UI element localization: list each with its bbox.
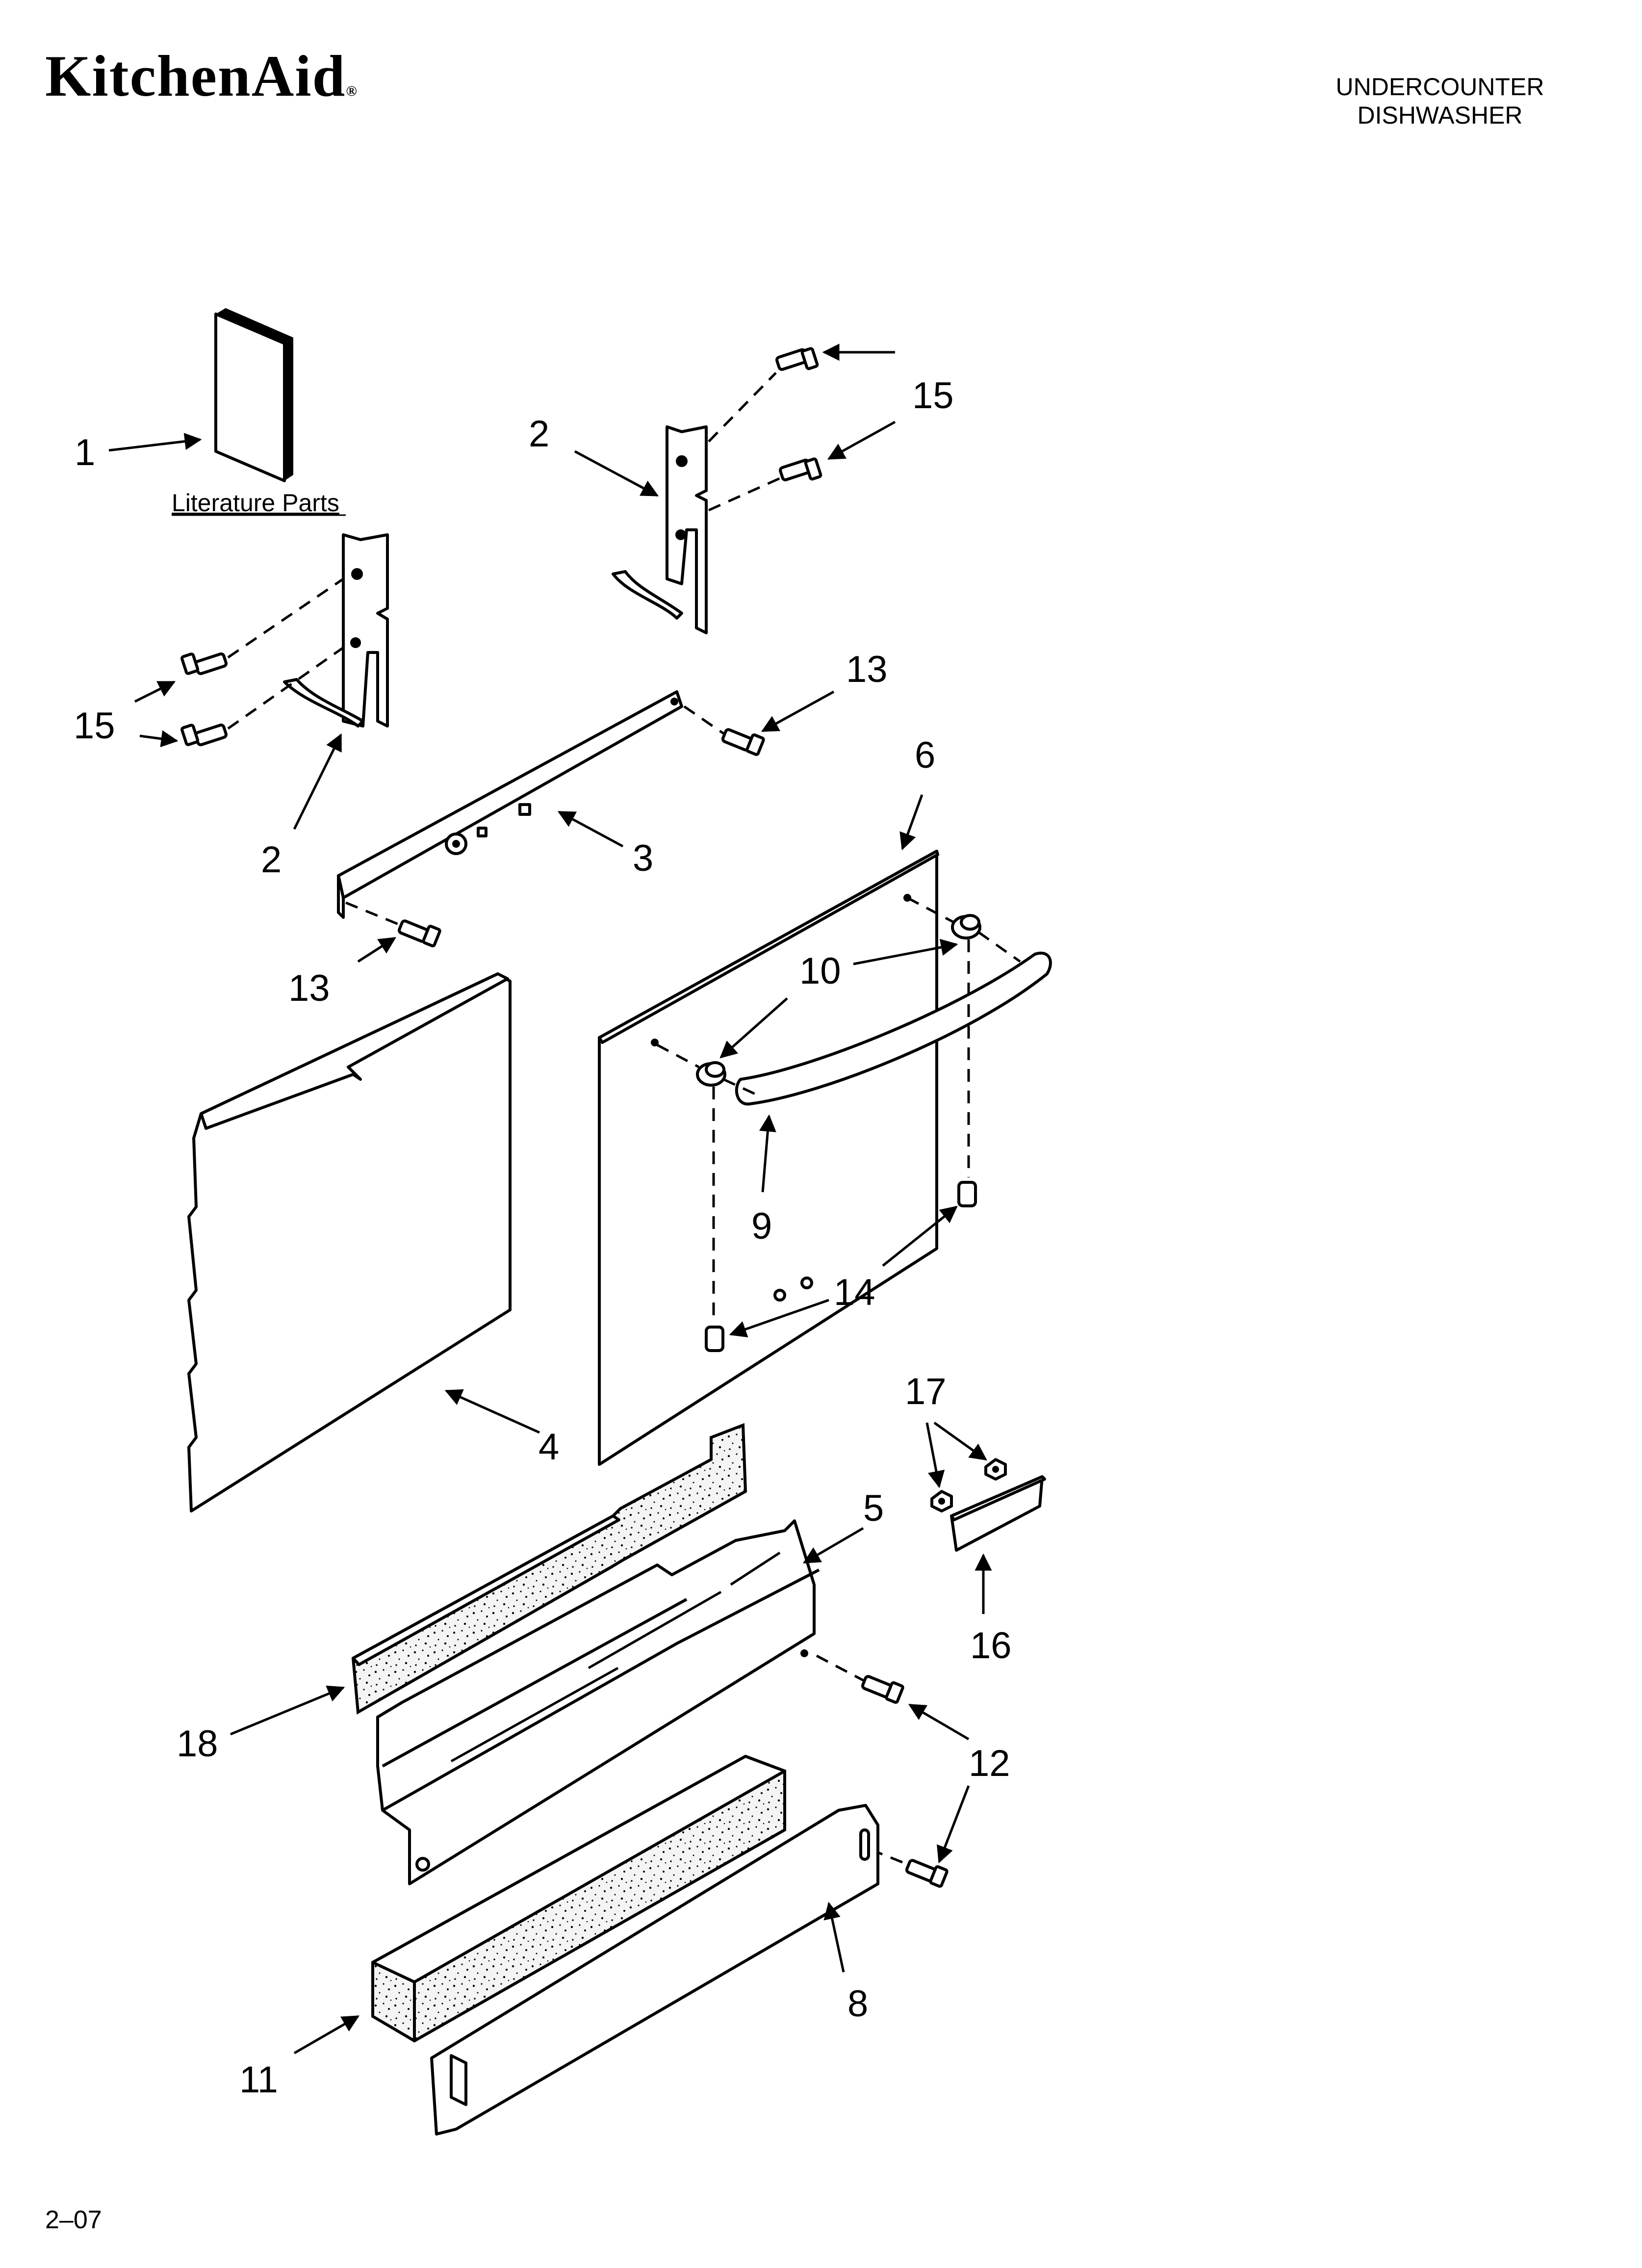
spacer-10-left — [696, 1061, 726, 1087]
callout-15a: 15 — [912, 375, 954, 417]
kickplate-bracket — [376, 1519, 820, 1885]
callout-13a: 13 — [846, 649, 888, 690]
callout-15b: 15 — [74, 705, 115, 747]
product-title-line1: UNDERCOUNTER — [1335, 73, 1544, 101]
product-title: UNDERCOUNTER DISHWASHER — [1293, 73, 1587, 130]
dashline-10a — [906, 896, 955, 924]
leader-9 — [759, 1114, 776, 1193]
leader-3 — [557, 810, 624, 848]
screw-15-upper-2 — [779, 457, 822, 482]
callout-13b: 13 — [288, 967, 330, 1009]
nut-17-lower — [930, 1490, 953, 1512]
callout-4: 4 — [539, 1426, 559, 1468]
callout-3: 3 — [633, 837, 653, 879]
leader-15b-1 — [134, 680, 176, 703]
leader-18 — [230, 1685, 345, 1736]
dashline-12a — [816, 1654, 864, 1682]
brand-name: KitchenAid — [45, 43, 346, 108]
callout-17: 17 — [905, 1371, 947, 1412]
callout-9: 9 — [751, 1205, 772, 1247]
leader-10b — [719, 997, 788, 1059]
leader-4 — [444, 1389, 540, 1434]
mounting-bracket-left — [283, 533, 389, 728]
callout-11: 11 — [239, 2059, 278, 2101]
kickplate — [430, 1804, 879, 2136]
dashline-15c — [227, 577, 344, 659]
leader-13b — [357, 937, 396, 963]
leader-12b — [937, 1785, 970, 1864]
handle-trim — [950, 1475, 1046, 1552]
leader-11 — [293, 2015, 360, 2055]
outer-door-panel — [598, 850, 939, 1466]
registered-mark: ® — [346, 83, 358, 99]
leader-8 — [823, 1902, 845, 1973]
leader-1 — [108, 433, 202, 452]
screw-15-upper-1 — [775, 347, 819, 371]
screw-12-lower — [905, 1859, 949, 1888]
nut-17-upper — [984, 1458, 1007, 1481]
dashline-13b — [345, 901, 400, 926]
callout-2a: 2 — [529, 413, 549, 455]
callout-12: 12 — [969, 1743, 1010, 1784]
leader-14a — [882, 1205, 958, 1267]
leader-14b — [729, 1299, 829, 1338]
dashline-13a — [683, 705, 724, 735]
dashline-10d — [722, 1078, 756, 1095]
callout-8: 8 — [847, 1983, 868, 2025]
leader-6 — [899, 794, 924, 851]
screw-14-right — [957, 1181, 977, 1207]
screw-15-left-1 — [180, 652, 228, 676]
leader-5 — [802, 1527, 864, 1564]
leader-17a — [925, 1422, 945, 1488]
leader-15a-2 — [827, 420, 896, 460]
screw-14-left — [705, 1326, 724, 1352]
callout-16: 16 — [970, 1625, 1012, 1667]
leader-10a — [853, 938, 958, 965]
screw-15-left-2 — [180, 723, 228, 747]
insulation-block-11 — [371, 1754, 786, 2043]
dashline-15a — [708, 372, 777, 443]
product-title-line2: DISHWASHER — [1357, 102, 1523, 129]
callout-18: 18 — [177, 1723, 218, 1765]
screw-13-lower — [397, 919, 441, 947]
callout-6: 6 — [915, 734, 935, 776]
dashline-10b — [977, 931, 1021, 963]
callout-14: 14 — [834, 1272, 875, 1313]
dashline-15b — [708, 477, 781, 512]
callout-2b: 2 — [261, 839, 282, 881]
kitchenaid-logo: KitchenAid® — [45, 42, 358, 110]
leader-2a — [574, 450, 659, 497]
leader-15b-2 — [139, 730, 179, 748]
leader-13a — [761, 690, 835, 732]
leader-17b — [933, 1421, 987, 1461]
spacer-10-right — [951, 914, 981, 939]
screw-12-upper — [861, 1675, 904, 1704]
door-handle — [735, 951, 1052, 1106]
insulation-strip-18 — [351, 1423, 747, 1715]
callout-5: 5 — [863, 1487, 884, 1529]
inner-door-panel — [187, 972, 512, 1512]
leader-12a — [908, 1703, 970, 1741]
date-code: 2–07 — [45, 2206, 102, 2234]
callout-10a: 10 — [799, 950, 841, 992]
literature-parts — [214, 308, 293, 482]
callout-1: 1 — [75, 432, 95, 473]
dashline-15d — [227, 646, 344, 730]
screw-13-upper — [721, 728, 765, 756]
mounting-bracket-right — [612, 425, 708, 634]
mounting-rail — [337, 690, 683, 919]
literature-label: Literature Parts — [172, 489, 339, 517]
dashline-10c — [656, 1043, 700, 1069]
leader-2b — [293, 733, 342, 830]
